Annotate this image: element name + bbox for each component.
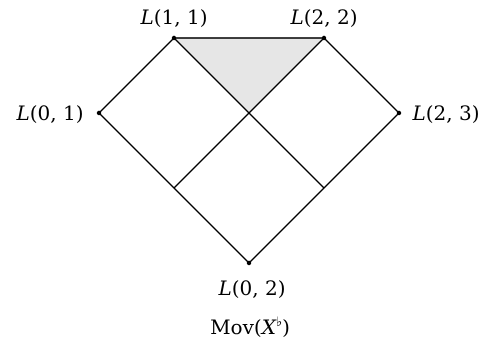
- label-L01: L(0, 1): [15, 101, 83, 125]
- edge-L01-L11: [98, 37, 175, 114]
- caption: Mov(X♭): [210, 315, 290, 339]
- vertex-L11: [171, 35, 177, 41]
- label-L23: L(2, 3): [411, 101, 479, 125]
- wall-L22-diagonal: [173, 37, 325, 189]
- vertex-L02: [246, 260, 252, 266]
- edge-L22-L23: [323, 37, 400, 114]
- vertex-L23: [396, 110, 402, 116]
- vertex-L01: [96, 110, 102, 116]
- shaded-chamber: [174, 38, 324, 113]
- label-L22: L(2, 2): [289, 5, 357, 29]
- label-L11: L(1, 1): [139, 5, 207, 29]
- label-L02: L(0, 2): [217, 276, 285, 300]
- vertex-L22: [321, 35, 327, 41]
